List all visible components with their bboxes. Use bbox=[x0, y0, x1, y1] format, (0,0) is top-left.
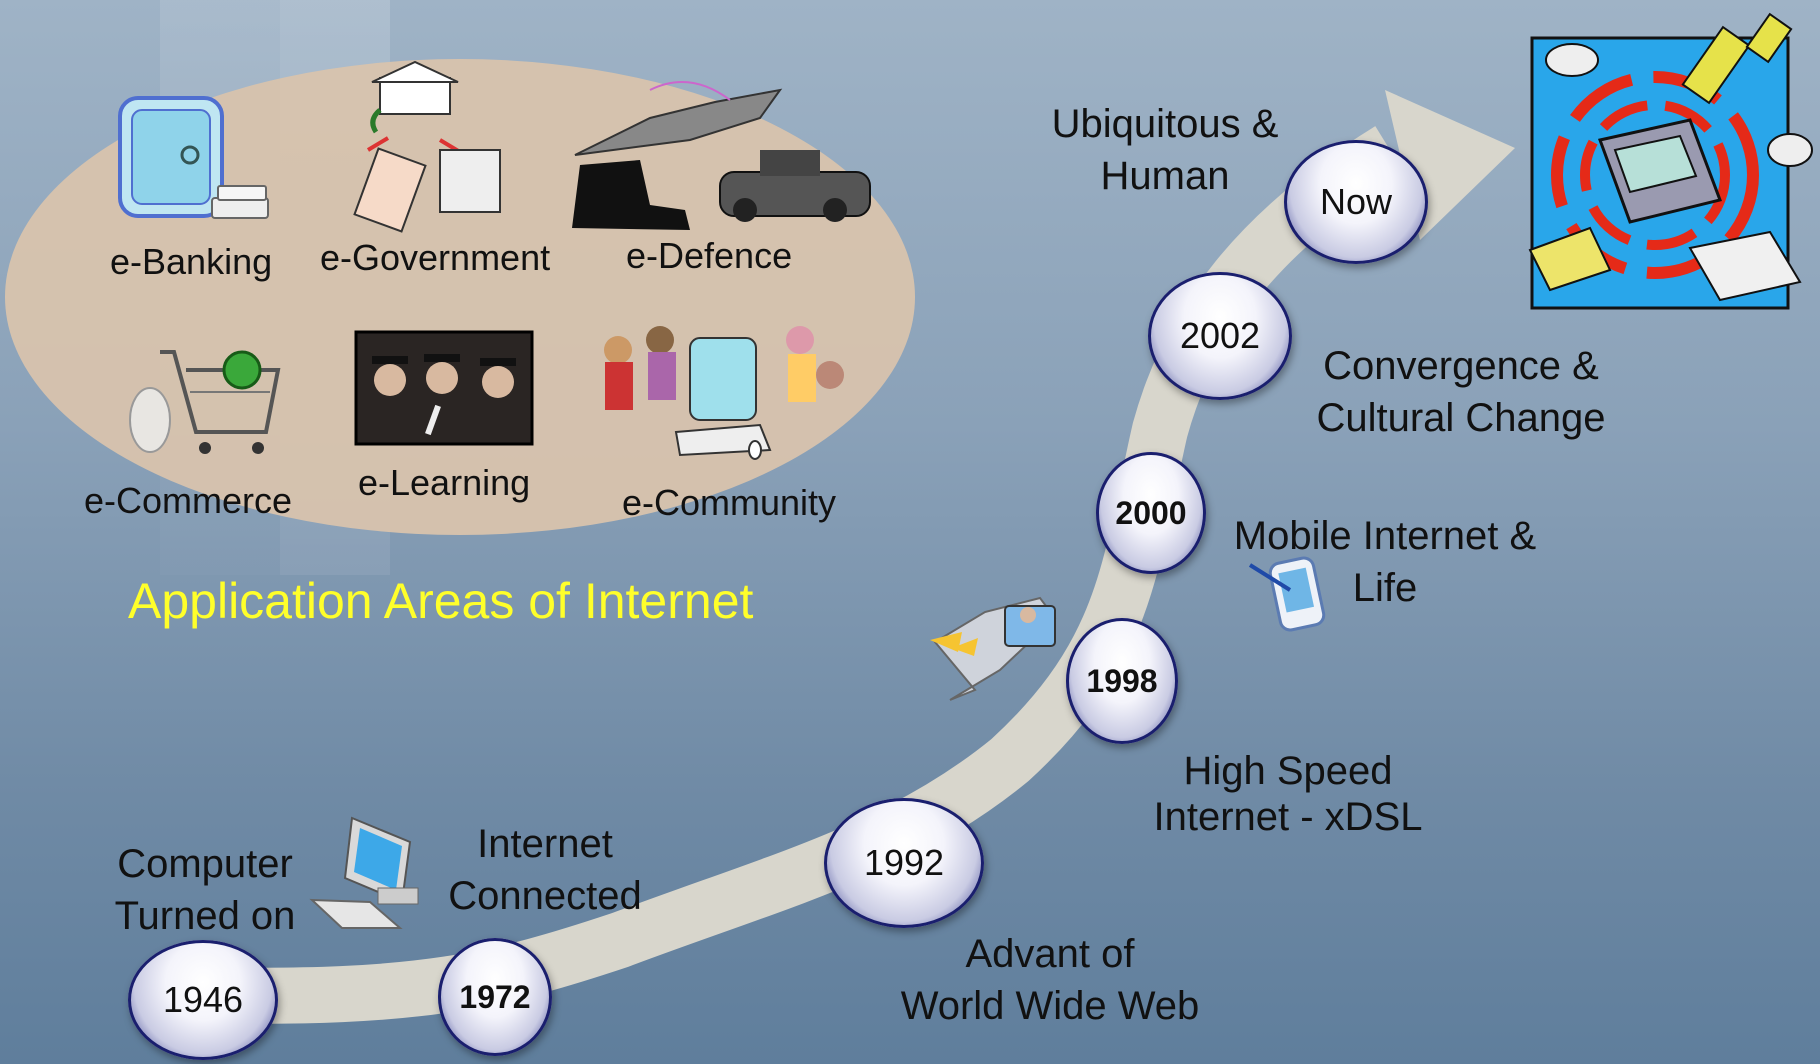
vault-icon bbox=[118, 96, 269, 219]
caption-line-2: World Wide Web bbox=[900, 984, 1200, 1028]
app-label-e-community: e-Community bbox=[622, 482, 837, 523]
satellite-network-icon bbox=[1528, 12, 1813, 310]
graduates-icon bbox=[354, 330, 534, 446]
application-oval bbox=[5, 59, 915, 535]
timeline-node-1972: 1972 bbox=[438, 938, 552, 1056]
diagram-title: Application Areas of Internet bbox=[128, 573, 754, 629]
caption-line-2: Turned on bbox=[114, 894, 296, 938]
caption-line-2: Life bbox=[1352, 566, 1418, 610]
military-icon bbox=[572, 81, 871, 230]
caption-line-1: Convergence & bbox=[1323, 344, 1599, 388]
timeline-node-2002: 2002 bbox=[1148, 272, 1292, 400]
handheld-device-icon bbox=[1248, 556, 1326, 632]
app-label-e-defence: e-Defence bbox=[626, 235, 793, 276]
timeline-node-1946: 1946 bbox=[128, 940, 278, 1060]
shopping-cart-icon bbox=[129, 350, 281, 454]
timeline-caption-now: Ubiquitous & Human bbox=[1040, 98, 1290, 202]
caption-line-1: Ubiquitous & bbox=[1051, 102, 1279, 146]
caption-line-1: Computer bbox=[117, 842, 293, 886]
caption-line-2: Connected bbox=[448, 874, 642, 918]
timeline-caption-1992: Advant of World Wide Web bbox=[870, 928, 1230, 1032]
caption-line-1: High Speed bbox=[1183, 749, 1393, 793]
app-label-e-learning: e-Learning bbox=[358, 462, 531, 503]
app-label-e-banking: e-Banking bbox=[110, 241, 273, 282]
timeline-caption-1946: Computer Turned on bbox=[100, 838, 310, 942]
caption-line-1: Internet bbox=[477, 822, 613, 866]
timeline-node-1992: 1992 bbox=[824, 798, 984, 928]
caption-line-2: Human bbox=[1100, 154, 1230, 198]
timeline-caption-2000: Mobile Internet & Life bbox=[1220, 510, 1550, 614]
caption-line-2: Cultural Change bbox=[1316, 396, 1606, 440]
government-buildings-icon bbox=[353, 60, 501, 233]
community-icon bbox=[604, 326, 844, 460]
timeline-node-2000: 2000 bbox=[1096, 452, 1206, 574]
timeline-caption-2002: Convergence & Cultural Change bbox=[1296, 340, 1626, 444]
desktop-computer-icon bbox=[309, 816, 419, 929]
caption-line-1: Advant of bbox=[965, 932, 1135, 976]
mobile-phone-icon bbox=[930, 596, 1057, 701]
timeline-caption-1972: Internet Connected bbox=[430, 818, 660, 922]
app-label-e-commerce: e-Commerce bbox=[84, 480, 293, 521]
timeline-caption-1998: High Speed Internet - xDSL bbox=[1128, 748, 1448, 840]
app-label-e-government: e-Government bbox=[320, 237, 551, 278]
timeline-node-1998: 1998 bbox=[1066, 618, 1178, 744]
caption-line-2: Internet - xDSL bbox=[1153, 795, 1423, 839]
timeline-node-now: Now bbox=[1284, 140, 1428, 264]
caption-line-1: Mobile Internet & bbox=[1233, 514, 1537, 558]
